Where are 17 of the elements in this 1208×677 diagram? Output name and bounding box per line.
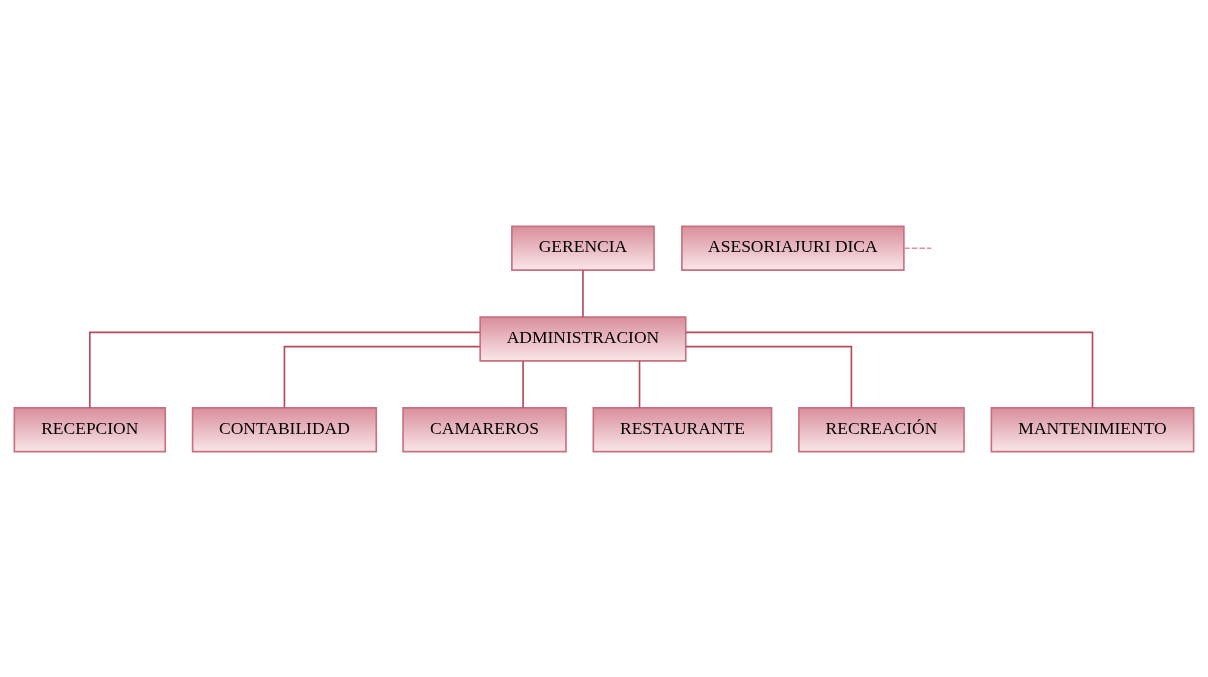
- connector: [283, 345, 481, 408]
- node-box: ADMINISTRACION: [479, 315, 687, 362]
- node-box: MANTENIMIENTO: [990, 406, 1195, 452]
- node-box: CONTABILIDAD: [191, 406, 378, 452]
- connector: [685, 345, 853, 408]
- connector: [638, 359, 641, 408]
- node-box: RECREACIÓN: [798, 406, 965, 452]
- connector: [89, 331, 481, 408]
- connector: [903, 246, 933, 249]
- node-box: RECEPCION: [13, 406, 167, 452]
- node-box: GERENCIA: [511, 225, 655, 271]
- connector: [582, 268, 584, 318]
- connector: [522, 359, 524, 408]
- connector: [684, 331, 1094, 408]
- node-box: ASESORIAJURI DICA: [681, 225, 905, 271]
- node-box: RESTAURANTE: [592, 406, 773, 452]
- node-box: CAMAREROS: [402, 406, 567, 452]
